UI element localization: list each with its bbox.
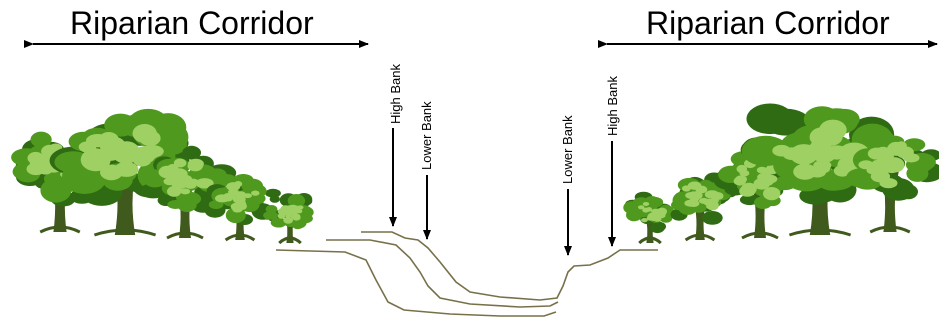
left-tree-cluster bbox=[11, 108, 314, 245]
channel-cross-section bbox=[275, 231, 658, 317]
right-corridor-title: Riparian Corridor bbox=[646, 5, 890, 41]
right-high-bank-label: High Bank bbox=[605, 76, 620, 136]
tree bbox=[670, 172, 737, 242]
tree bbox=[11, 131, 107, 234]
tree bbox=[257, 193, 314, 245]
tree bbox=[623, 191, 674, 245]
right-tree-cluster bbox=[623, 103, 939, 245]
left-corridor-title: Riparian Corridor bbox=[70, 5, 314, 41]
tree bbox=[204, 174, 281, 242]
bank-profile-middle bbox=[326, 239, 559, 308]
bank-profile-lower bbox=[275, 249, 557, 317]
left-high-bank-label: High Bank bbox=[388, 64, 403, 124]
tree bbox=[846, 130, 939, 234]
right-lower-bank-label: Lower Bank bbox=[560, 115, 575, 184]
bank-profile-upper bbox=[361, 231, 658, 301]
left-lower-bank-label: Lower Bank bbox=[419, 101, 434, 170]
tree bbox=[740, 103, 895, 237]
